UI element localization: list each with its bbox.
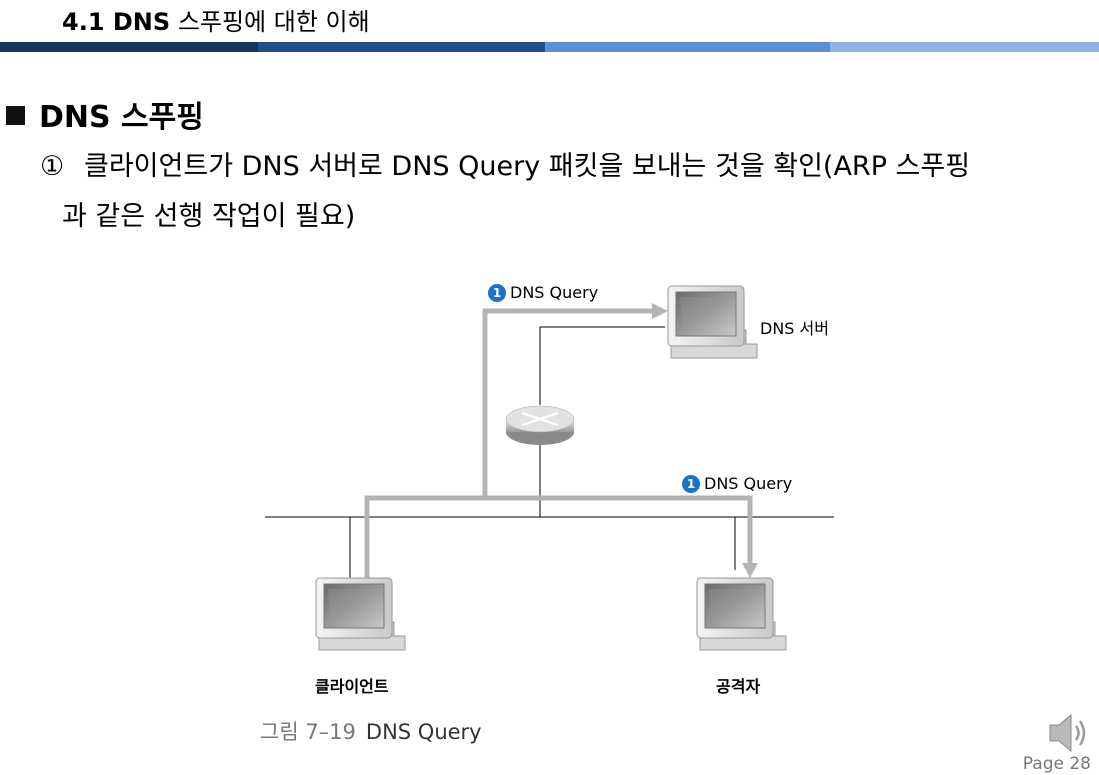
client-label: 클라이언트: [315, 677, 389, 696]
topic-heading-text: DNS 스푸핑: [39, 100, 204, 135]
figure-number: 그림 7–19: [260, 720, 356, 744]
header-stripe-4: [830, 42, 1099, 52]
figure-caption: 그림 7–19 DNS Query: [260, 716, 482, 746]
client-computer-icon: [315, 577, 406, 651]
query-label-bottom-text: DNS Query: [704, 474, 793, 493]
header-stripe-1: [0, 42, 258, 52]
server-computer-icon: [667, 285, 758, 359]
figure-caption-text: DNS Query: [365, 720, 482, 744]
arrow-to-server-icon: [652, 303, 668, 319]
page-number: Page 28: [1022, 754, 1091, 774]
step-marker: ①: [40, 151, 65, 182]
query-label-top-text: DNS Query: [510, 283, 599, 302]
router-icon: [505, 405, 575, 445]
topic-heading: DNS 스푸핑: [6, 92, 204, 136]
square-bullet-icon: [6, 106, 25, 125]
step-number-badge: 1: [682, 475, 700, 493]
attacker-label: 공격자: [716, 677, 761, 696]
step-line-1: ① 클라이언트가 DNS 서버로 DNS Query 패킷을 보내는 것을 확인(…: [40, 142, 1090, 192]
dns-server-label: DNS 서버: [760, 319, 829, 338]
step-line-2: 과 같은 선행 작업이 필요): [62, 201, 356, 232]
router-server-cable: [539, 326, 665, 405]
speaker-icon[interactable]: [1046, 710, 1092, 756]
section-title-text: 스푸핑에 대한 이해: [177, 8, 370, 36]
step-description: ① 클라이언트가 DNS 서버로 DNS Query 패킷을 보내는 것을 확인(…: [40, 142, 1090, 242]
header-stripe-3: [545, 42, 830, 52]
query-path-to-server: [364, 308, 655, 578]
header-stripe-2: [258, 42, 545, 52]
arrow-to-attacker-icon: [742, 563, 758, 578]
attacker-computer-icon: [696, 577, 787, 651]
slide-section-title: 4.1 DNS 스푸핑에 대한 이해: [62, 2, 370, 37]
step-text-1: 클라이언트가 DNS 서버로 DNS Query 패킷을 보내는 것을 확인(A…: [84, 151, 971, 182]
step-number-badge: 1: [488, 284, 506, 302]
query-path-to-attacker: [485, 495, 753, 566]
section-number: 4.1 DNS: [62, 8, 171, 36]
